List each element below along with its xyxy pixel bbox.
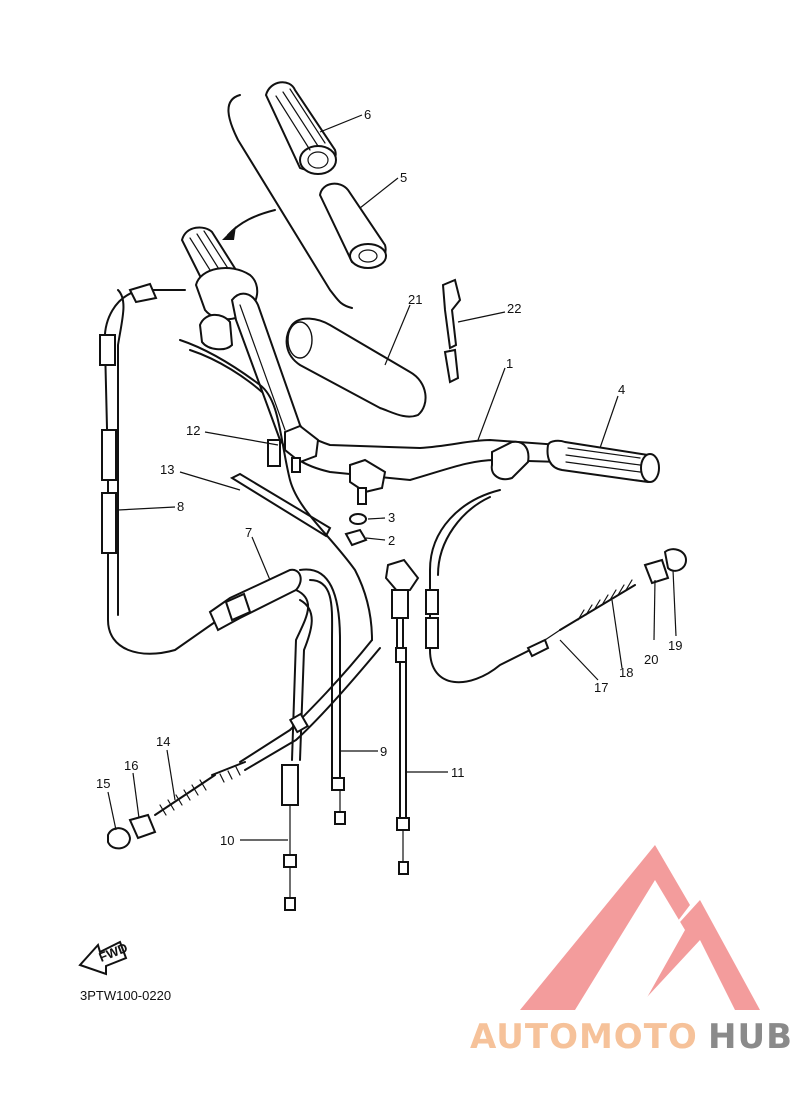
callout-16: 16 <box>124 758 138 773</box>
cable-12 <box>179 339 373 641</box>
cap-15 <box>107 827 132 850</box>
adjuster-spring-18 <box>526 579 636 658</box>
throttle-body <box>384 558 420 663</box>
callout-5: 5 <box>400 170 407 185</box>
diagram-code: 3PTW100-0220 <box>80 988 171 1003</box>
callout-6: 6 <box>364 107 371 122</box>
callout-7: 7 <box>245 525 252 540</box>
cable-14-run <box>239 639 381 771</box>
cap-19 <box>663 548 688 572</box>
callout-4: 4 <box>618 382 625 397</box>
watermark-logo <box>520 845 760 1010</box>
callout-2: 2 <box>388 533 395 548</box>
callout-numbers: 6 5 1 4 21 22 12 13 3 2 8 7 9 11 10 14 1… <box>96 107 682 848</box>
callout-15: 15 <box>96 776 110 791</box>
callout-12: 12 <box>186 423 200 438</box>
callout-1: 1 <box>506 356 513 371</box>
cable-10 <box>281 589 313 911</box>
bar-clamp-left <box>284 424 320 473</box>
handlebar-pad <box>285 317 427 418</box>
callout-17: 17 <box>594 680 608 695</box>
callout-3: 3 <box>388 510 395 525</box>
right-housing <box>490 440 530 481</box>
callout-11: 11 <box>451 765 465 780</box>
callout-19: 19 <box>668 638 682 653</box>
cable-band <box>229 472 332 538</box>
grip-right <box>546 439 660 484</box>
svg-text:AUTOMOTO: AUTOMOTO <box>470 1017 698 1057</box>
callout-18: 18 <box>619 665 633 680</box>
callout-22: 22 <box>507 301 521 316</box>
nut-20 <box>643 558 670 585</box>
nut-16 <box>128 813 157 840</box>
cable-junction <box>208 568 302 632</box>
fwd-arrow: FWD <box>78 940 130 976</box>
leader-lines <box>107 114 677 841</box>
cable-9 <box>299 568 346 825</box>
grip-left-inset <box>264 81 337 175</box>
handlebar <box>230 292 561 482</box>
washer <box>349 513 367 525</box>
callout-10: 10 <box>220 833 234 848</box>
callout-13: 13 <box>160 462 174 477</box>
callout-21: 21 <box>408 292 422 307</box>
cable-17 <box>425 489 561 684</box>
callout-14: 14 <box>156 734 170 749</box>
callout-20: 20 <box>644 652 658 667</box>
adjuster-spring-14 <box>154 761 246 816</box>
nut <box>344 528 368 547</box>
watermark-text: AUTOMOTO HUB <box>470 1017 793 1057</box>
grip-insert <box>318 182 387 269</box>
svg-text:HUB: HUB <box>708 1017 793 1057</box>
inset-bracket <box>222 94 353 309</box>
cable-8 <box>99 282 216 655</box>
clip <box>441 278 462 384</box>
callout-9: 9 <box>380 744 387 759</box>
cable-11 <box>396 661 410 875</box>
bar-clamp-right <box>349 458 387 505</box>
callout-8: 8 <box>177 499 184 514</box>
